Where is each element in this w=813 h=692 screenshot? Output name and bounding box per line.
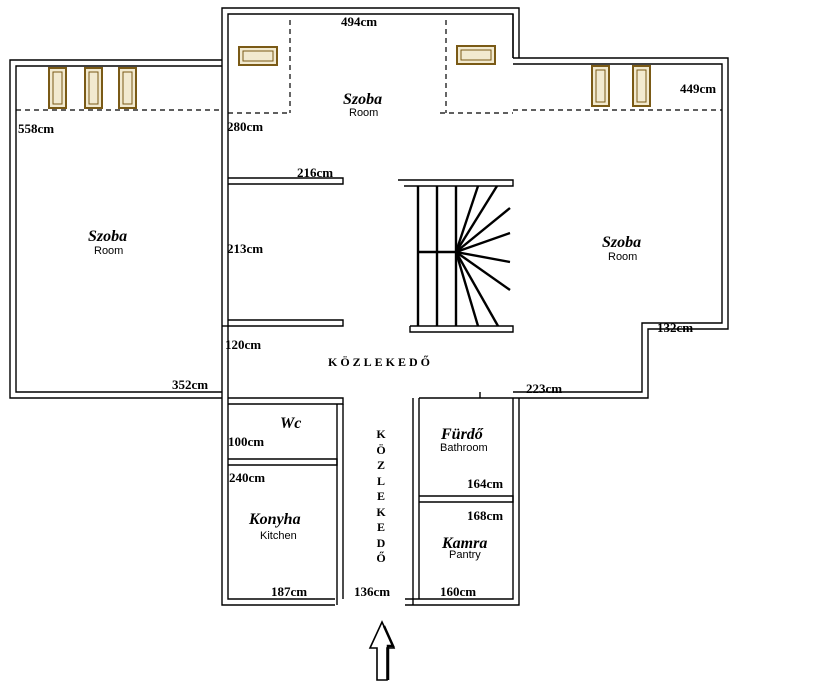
corridor-letter: D [376,535,386,550]
up-arrow-icon [368,620,396,681]
corridor-letter: K [376,427,386,441]
room-top-center-name: Szoba [343,91,383,108]
wall-wc-top [228,397,344,405]
dimension-label: 352cm [172,377,209,392]
wall-center-left [221,120,335,606]
corridor-letter: E [376,489,385,503]
dimension-label: 216cm [297,165,334,180]
corridor-vertical-label: K Ö Z L E K E D Ő [374,427,388,567]
wall-center-right [405,398,520,606]
dimension-label: 187cm [271,584,308,599]
room-pantry-subtitle: Pantry [449,549,481,561]
wall-top-room [221,7,520,120]
room-bath-name: Fürdő [441,426,483,443]
spiral-stair-icon [416,185,511,327]
corridor-letter: Ő [376,551,386,565]
window-left-2 [84,67,103,109]
corridor-letter: Z [376,458,385,472]
wall-closet-top [228,177,344,185]
corridor-horizontal-label: KÖZLEKEDŐ [328,355,434,369]
wall-wc-bottom [228,458,338,466]
room-wc-name: Wc [280,415,302,432]
corridor-letter: E [376,520,385,534]
dimension-label: 100cm [228,434,265,449]
wall-right-room [513,57,729,399]
corridor-letter: K [376,504,386,519]
window-right-1 [591,65,610,107]
dimension-label: 280cm [227,119,264,134]
room-top-center-subtitle: Room [349,107,379,119]
room-left-name: Szoba [88,228,128,245]
dimension-label: 136cm [354,584,391,599]
corridor-letter: L [376,473,385,488]
room-left-subtitle: Room [94,245,124,257]
dimension-label: 558cm [18,121,55,136]
room-kitchen-subtitle: Kitchen [260,530,297,542]
window-left-1 [48,67,67,109]
room-bath-subtitle: Bathroom [440,442,488,454]
dimension-label: 164cm [467,476,504,491]
dimension-label: 223cm [526,381,563,396]
dimension-label: 160cm [440,584,477,599]
window-top-left [238,46,278,66]
dimension-label: 120cm [225,337,262,352]
wall-closet-bottom [228,319,344,327]
dimension-label: 213cm [227,241,264,256]
room-pantry-name: Kamra [442,535,488,552]
window-right-2 [632,65,651,107]
room-right-name: Szoba [602,234,642,251]
room-right-subtitle: Room [608,251,638,263]
wall-bath-bottom [419,495,514,503]
dimension-label: 449cm [680,81,717,96]
room-kitchen-name: Konyha [249,511,301,528]
window-top-right [456,45,496,65]
window-left-3 [118,67,137,109]
dimension-label: 240cm [229,470,266,485]
dimension-label: 494cm [341,14,378,29]
wall-stairs [398,179,514,187]
dimension-label: 168cm [467,508,504,523]
dimension-label: 132cm [657,320,694,335]
corridor-letter: Ö [376,442,386,457]
wall-left-room [9,59,222,399]
